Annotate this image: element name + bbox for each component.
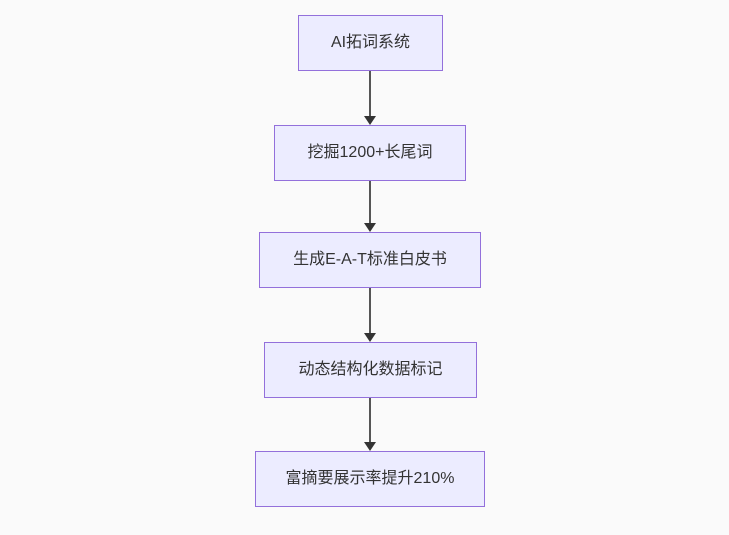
flow-node-label: 挖掘1200+长尾词 [307, 144, 433, 161]
flow-node-label: 生成E-A-T标准白皮书 [293, 251, 447, 268]
edge-line [369, 181, 371, 223]
arrowhead-down-icon [364, 333, 376, 342]
flow-edge-n1-n2 [364, 71, 376, 125]
edge-line [369, 398, 371, 442]
flow-edge-n2-n3 [364, 181, 376, 232]
flow-node-eat-whitepaper: 生成E-A-T标准白皮书 [259, 232, 481, 288]
flow-node-ai-word-expansion: AI拓词系统 [298, 15, 443, 71]
flow-node-label: 富摘要展示率提升210% [285, 470, 455, 487]
edge-line [369, 288, 371, 333]
edge-line [369, 71, 371, 116]
arrowhead-down-icon [364, 223, 376, 232]
flow-edge-n4-n5 [364, 398, 376, 451]
flow-edge-n3-n4 [364, 288, 376, 342]
flow-node-label: AI拓词系统 [330, 34, 411, 51]
flow-node-longtail-mining: 挖掘1200+长尾词 [274, 125, 466, 181]
arrowhead-down-icon [364, 116, 376, 125]
flow-node-structured-data-markup: 动态结构化数据标记 [264, 342, 477, 398]
flow-node-rich-snippet-rate: 富摘要展示率提升210% [255, 451, 485, 507]
arrowhead-down-icon [364, 442, 376, 451]
flow-node-label: 动态结构化数据标记 [298, 361, 443, 378]
